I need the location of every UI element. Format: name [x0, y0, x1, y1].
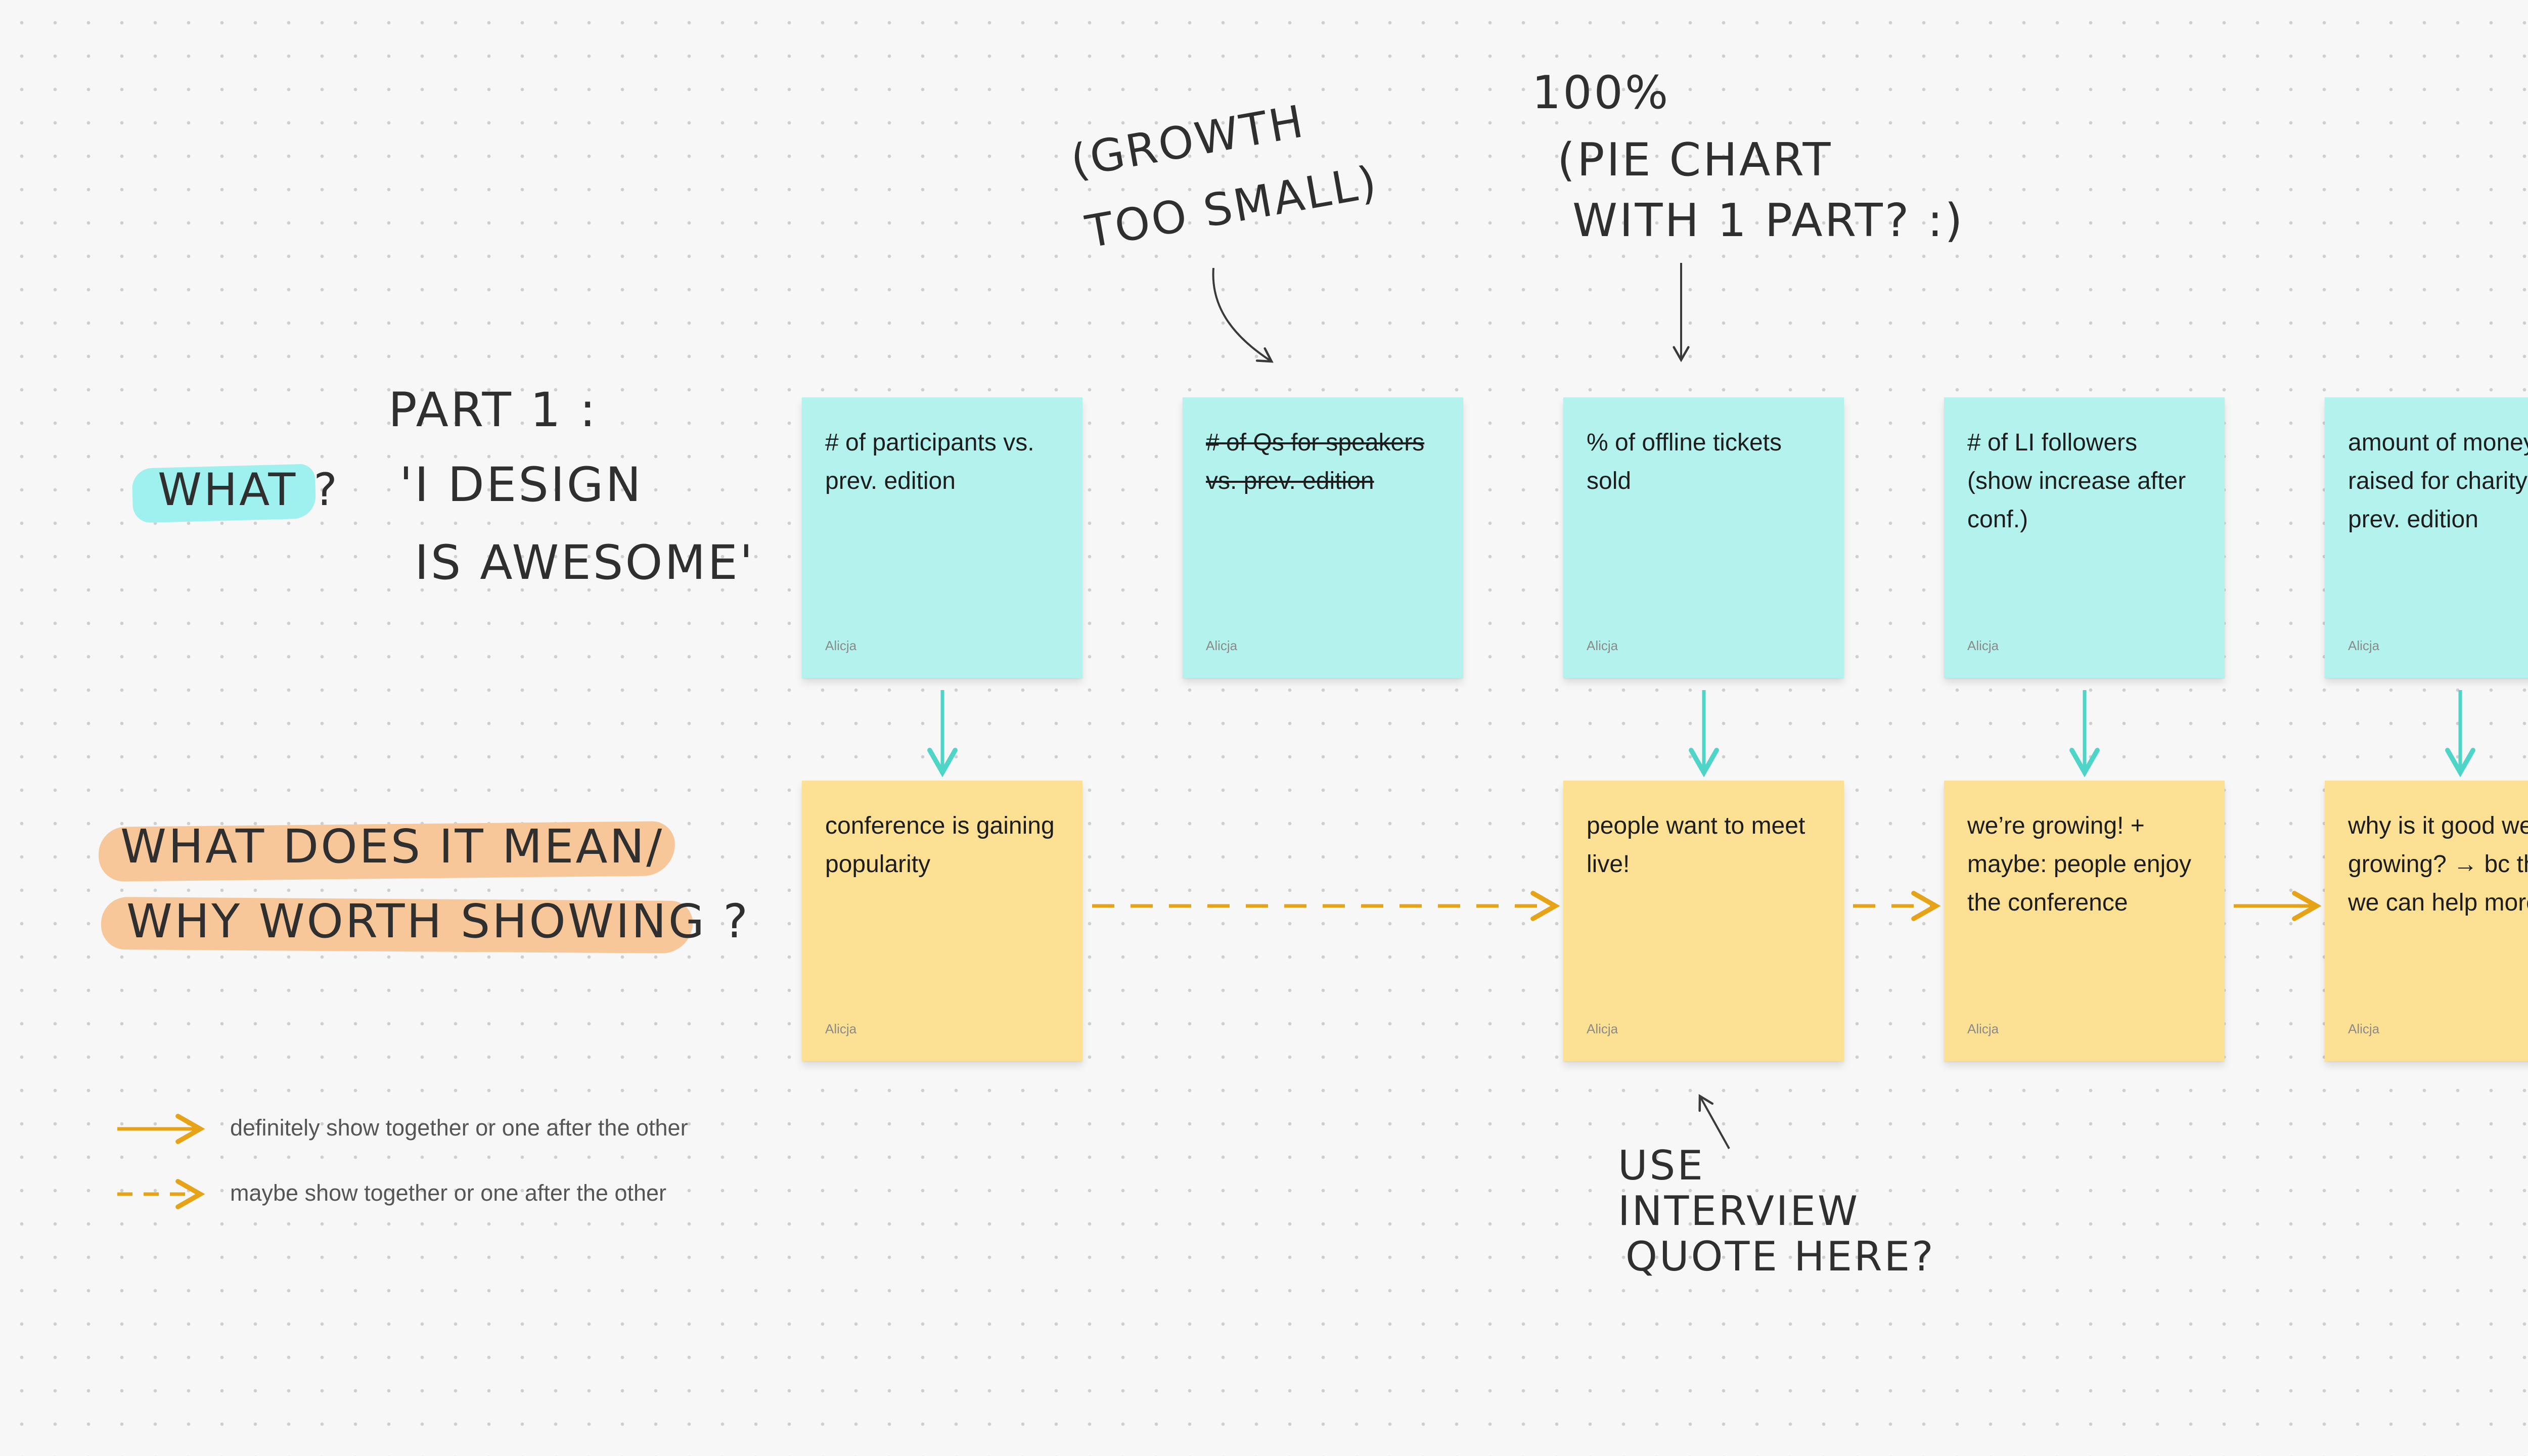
sticky-author: Alicja	[1967, 638, 1999, 653]
sticky-meaning-popularity[interactable]: conference is gaining popularity Alicja	[802, 781, 1082, 1061]
legend-solid-label[interactable]: definitely show together or one after th…	[230, 1115, 688, 1141]
pie-note-line2[interactable]: WITH 1 PART? :)	[1572, 194, 1965, 247]
sticky-meaning-help-more[interactable]: why is it good we’re growing? → bc then …	[2325, 781, 2528, 1061]
part-title-line2[interactable]: 'I DESIGN	[399, 458, 643, 513]
sticky-metric-offline-tickets[interactable]: % of offline tickets sold Alicja	[1563, 397, 1844, 678]
sticky-meaning-meet-live[interactable]: people want to meet live! Alicja	[1563, 781, 1844, 1061]
sticky-author: Alicja	[1206, 638, 1238, 653]
sticky-text: # of LI followers (show increase after c…	[1967, 429, 2186, 533]
what-label[interactable]: WHAT ?	[158, 464, 339, 516]
interview-note-arrow	[1698, 1094, 1730, 1149]
pie-note-line1[interactable]: (PIE CHART	[1557, 133, 1833, 187]
sticky-author: Alicja	[825, 1021, 857, 1036]
percent-note[interactable]: 100%	[1532, 66, 1671, 119]
sticky-metric-speaker-questions[interactable]: # of Qs for speakers vs. prev. edition A…	[1183, 397, 1463, 678]
sticky-text: amount of money raised for charity vs. p…	[2348, 429, 2528, 533]
sticky-metric-charity-money[interactable]: amount of money raised for charity vs. p…	[2325, 397, 2528, 678]
sticky-author: Alicja	[1587, 638, 1618, 653]
legend-dashed-label[interactable]: maybe show together or one after the oth…	[230, 1180, 667, 1206]
sticky-author: Alicja	[1967, 1021, 1999, 1036]
sticky-text: we’re growing! + maybe: people enjoy the…	[1967, 812, 2191, 916]
sticky-metric-li-followers[interactable]: # of LI followers (show increase after c…	[1944, 397, 2225, 678]
interview-note-line2[interactable]: INTERVIEW	[1618, 1188, 1860, 1235]
growth-note-arrow	[1212, 267, 1274, 363]
sticky-metric-participants[interactable]: # of participants vs. prev. edition Alic…	[802, 397, 1082, 678]
sticky-text: people want to meet live!	[1587, 812, 1805, 878]
part-title-line1[interactable]: PART 1 :	[388, 383, 598, 438]
sticky-text: # of Qs for speakers vs. prev. edition	[1206, 429, 1425, 494]
meaning-label-line1[interactable]: WHAT DOES IT MEAN/	[120, 820, 664, 874]
sticky-meaning-growing[interactable]: we’re growing! + maybe: people enjoy the…	[1944, 781, 2225, 1061]
sticky-text: why is it good we’re growing? → bc then …	[2348, 812, 2528, 916]
sticky-author: Alicja	[2348, 1021, 2380, 1036]
sticky-author: Alicja	[2348, 638, 2380, 653]
part-title-line3[interactable]: IS AWESOME'	[415, 535, 755, 590]
sticky-text: conference is gaining popularity	[825, 812, 1055, 878]
sticky-author: Alicja	[825, 638, 857, 653]
interview-note-line1[interactable]: USE	[1618, 1142, 1705, 1189]
sticky-text: # of participants vs. prev. edition	[825, 429, 1034, 494]
sticky-text: % of offline tickets sold	[1587, 429, 1782, 494]
meaning-label-line2[interactable]: WHY WORTH SHOWING ?	[126, 894, 750, 948]
sticky-author: Alicja	[1587, 1021, 1618, 1036]
interview-note-line3[interactable]: QUOTE HERE?	[1626, 1233, 1935, 1280]
